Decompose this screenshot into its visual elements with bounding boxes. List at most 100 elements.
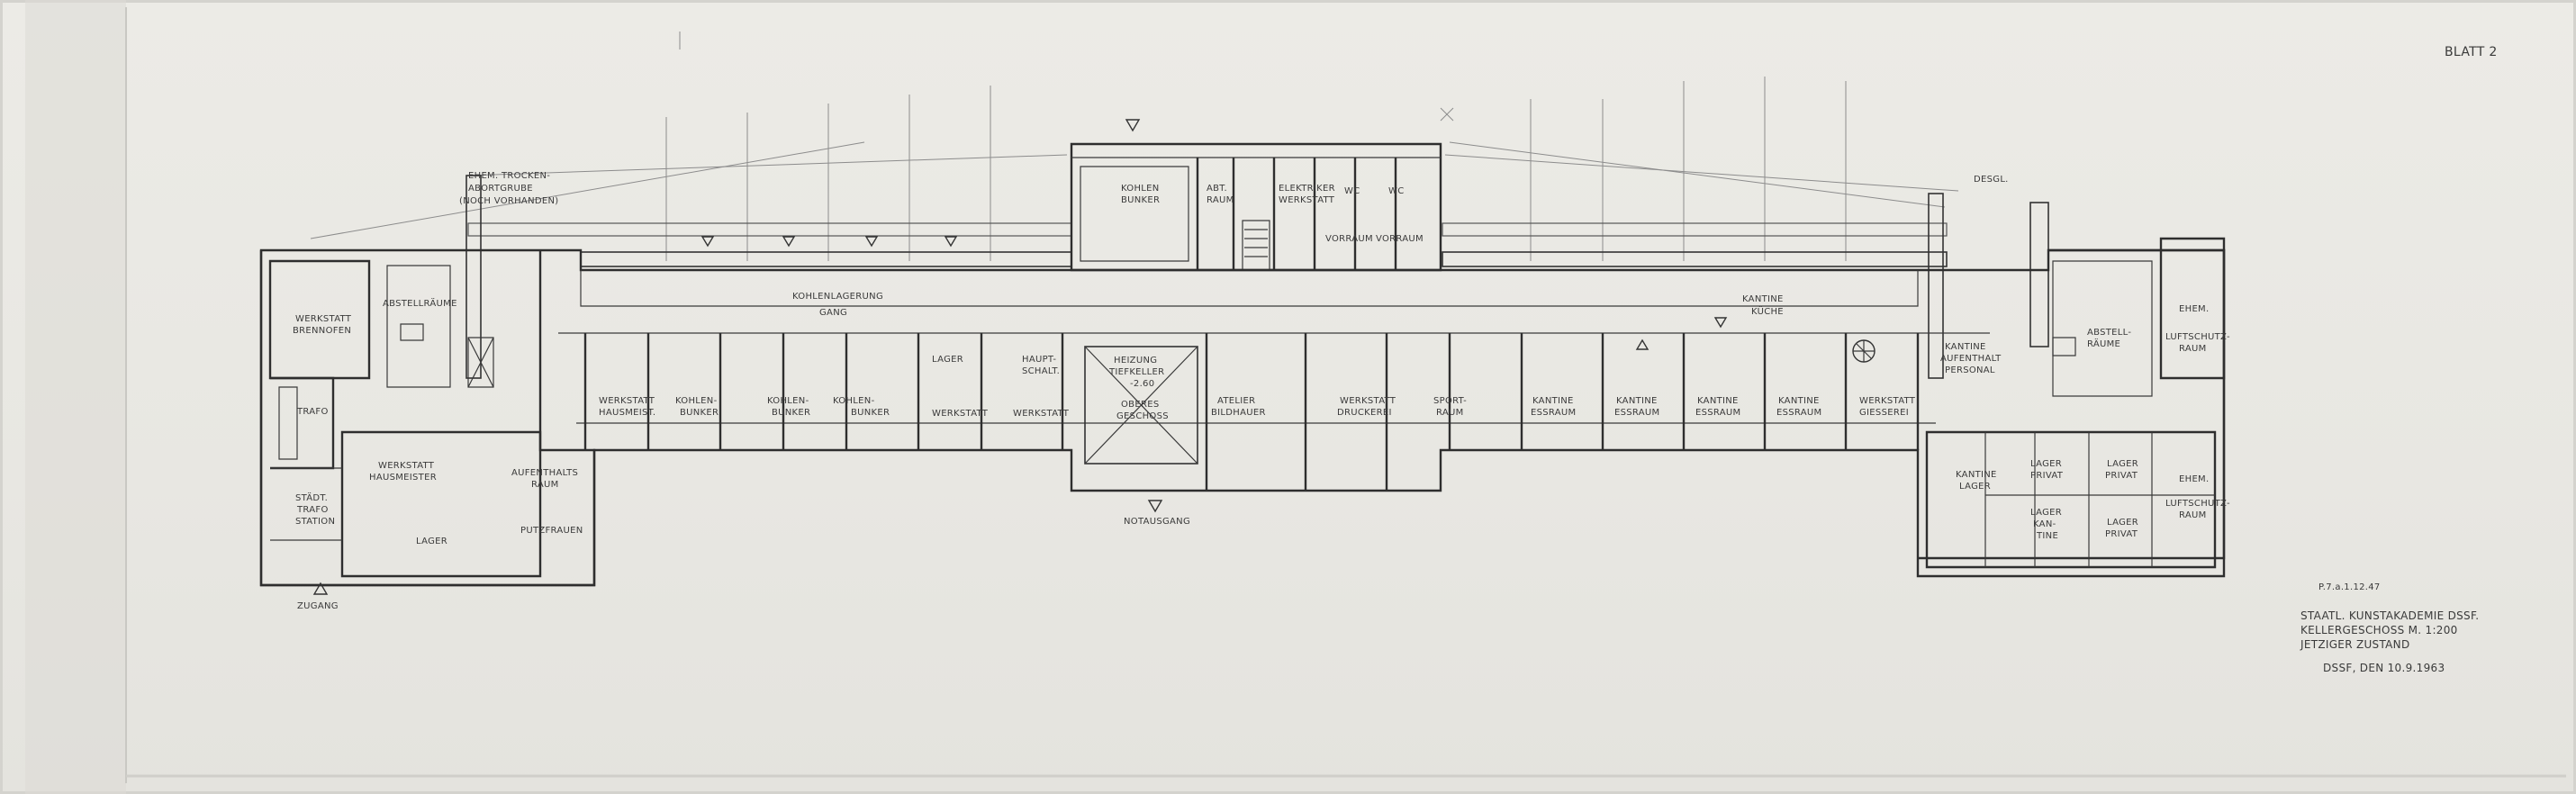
label-abstellraeume-left: ABSTELLRÄUME: [383, 297, 457, 309]
label-lager-mid: LAGER: [932, 355, 963, 365]
svg-text:PERSONAL: PERSONAL: [1945, 365, 1995, 375]
label-staedt-trafo: STÄDT. TRAFO STATION: [295, 492, 335, 527]
svg-text:KOHLEN: KOHLEN: [1121, 184, 1160, 194]
label-putzfrauen: PUTZFRAUEN: [520, 526, 583, 536]
label-werkstatt-1: WERKSTATT: [932, 409, 989, 419]
svg-text:DRUCKEREI: DRUCKEREI: [1337, 408, 1392, 418]
svg-text:PRIVAT: PRIVAT: [2105, 471, 2138, 481]
svg-text:GIESSEREI: GIESSEREI: [1859, 408, 1909, 418]
label-vorraum-1: VORRAUM: [1325, 234, 1373, 244]
label-lager-privat-3: LAGER PRIVAT: [2105, 518, 2138, 539]
svg-text:HAUSMEIST.: HAUSMEIST.: [599, 408, 655, 418]
title-line-2: KELLERGESCHOSS M. 1:200: [2300, 624, 2458, 636]
label-gang: GANG: [819, 308, 847, 318]
sheet-number-text: BLATT 2: [2445, 45, 2498, 59]
label-kantine-essraum-2: KANTINE ESSRAUM: [1614, 396, 1659, 418]
svg-text:WERKSTATT: WERKSTATT: [1279, 195, 1335, 205]
svg-text:LUFTSCHUTZ-: LUFTSCHUTZ-: [2165, 499, 2230, 509]
svg-text:WERKSTATT: WERKSTATT: [378, 461, 435, 471]
svg-text:ABSTELL-: ABSTELL-: [2087, 328, 2131, 338]
svg-text:PRIVAT: PRIVAT: [2105, 529, 2138, 539]
label-kohlenbunker-3: KOHLEN- BUNKER: [833, 396, 890, 418]
construction-lines: [310, 32, 1959, 261]
svg-text:PRIVAT: PRIVAT: [2030, 471, 2064, 481]
svg-text:BUNKER: BUNKER: [772, 408, 810, 418]
svg-text:KOHLEN-: KOHLEN-: [767, 396, 809, 406]
svg-text:SPORT-: SPORT-: [1433, 396, 1467, 406]
label-kantine-lager: KANTINE LAGER: [1956, 470, 1997, 492]
svg-text:RÄUME: RÄUME: [2087, 338, 2120, 349]
central-block: [1070, 142, 1442, 272]
left-wing: [259, 250, 596, 587]
svg-text:ABORTGRUBE: ABORTGRUBE: [468, 184, 533, 194]
svg-text:KOHLEN-: KOHLEN-: [833, 396, 875, 406]
label-heizung: HEIZUNG TIEFKELLER -2.60: [1108, 356, 1164, 389]
svg-text:WERKSTATT: WERKSTATT: [1859, 396, 1916, 406]
svg-text:KANTINE: KANTINE: [1697, 396, 1739, 406]
svg-text:LAGER: LAGER: [2107, 518, 2138, 528]
main-wing: [259, 248, 2226, 587]
svg-text:TIEFKELLER: TIEFKELLER: [1108, 367, 1164, 377]
svg-text:BUNKER: BUNKER: [1121, 195, 1160, 205]
svg-text:WERKSTATT: WERKSTATT: [1340, 396, 1396, 406]
svg-text:HAUPT-: HAUPT-: [1022, 355, 1056, 365]
label-kohlenbunker-2: KOHLEN- BUNKER: [767, 396, 810, 418]
label-kantine-essraum-4: KANTINE ESSRAUM: [1776, 396, 1821, 418]
label-lager-privat-2: LAGER PRIVAT: [2105, 459, 2138, 481]
svg-text:-2.60: -2.60: [1130, 379, 1154, 389]
svg-text:SCHALT.: SCHALT.: [1022, 366, 1060, 376]
label-ehem-luftschutz-1: EHEM. LUFTSCHUTZ- RAUM: [2165, 304, 2230, 354]
label-sportraum: SPORT- RAUM: [1433, 396, 1467, 418]
svg-text:ATELIER: ATELIER: [1217, 396, 1255, 406]
label-abstellraeume-right: ABSTELL- RÄUME: [2087, 328, 2131, 349]
svg-text:EHEM.: EHEM.: [2179, 474, 2209, 484]
label-wc-2: WC: [1388, 186, 1404, 196]
svg-text:LAGER: LAGER: [1959, 482, 1991, 492]
svg-text:TINE: TINE: [2036, 531, 2058, 541]
svg-text:LUFTSCHUTZ-: LUFTSCHUTZ-: [2165, 332, 2230, 342]
svg-text:STÄDT.: STÄDT.: [295, 492, 328, 503]
label-vorraum-2: VORRAUM: [1376, 234, 1424, 244]
svg-text:KAN-: KAN-: [2033, 519, 2056, 529]
label-trafo: TRAFO: [296, 407, 329, 417]
label-kantine-essraum-3: KANTINE ESSRAUM: [1695, 396, 1740, 418]
svg-text:BRENNOFEN: BRENNOFEN: [293, 326, 351, 336]
label-hauptschalt: HAUPT- SCHALT.: [1022, 355, 1060, 376]
label-werkstatt-brennofen: WERKSTATT BRENNOFEN: [293, 314, 351, 336]
title-line-3: JETZIGER ZUSTAND: [2300, 638, 2410, 651]
pencil-note: P.7.a.1.12.47: [2318, 582, 2381, 592]
label-werkstatt-druckerei: WERKSTATT DRUCKEREI: [1337, 396, 1396, 418]
svg-text:RAUM: RAUM: [2179, 510, 2207, 520]
sheet-number: BLATT 2: [2445, 45, 2498, 59]
label-aufenthaltsraum: AUFENTHALTS RAUM: [511, 468, 578, 490]
label-lager-kantine: LAGER KAN- TINE: [2030, 508, 2062, 541]
svg-text:BUNKER: BUNKER: [851, 408, 890, 418]
svg-text:LAGER: LAGER: [2107, 459, 2138, 469]
label-werkstatt-hausmeister: WERKSTATT HAUSMEISTER: [369, 461, 437, 483]
svg-text:RAUM: RAUM: [1207, 195, 1234, 205]
label-kohlenbunker-1: KOHLEN- BUNKER: [675, 396, 719, 418]
svg-text:BUNKER: BUNKER: [680, 408, 719, 418]
label-ehem-trocken: EHEM. TROCKEN- ABORTGRUBE (NOCH VORHANDE…: [459, 171, 558, 206]
svg-text:ESSRAUM: ESSRAUM: [1776, 408, 1821, 418]
svg-text:KANTINE: KANTINE: [1956, 470, 1997, 480]
svg-text:ELEKTRIKER: ELEKTRIKER: [1279, 184, 1335, 194]
svg-text:HEIZUNG: HEIZUNG: [1114, 356, 1157, 365]
svg-text:ESSRAUM: ESSRAUM: [1614, 408, 1659, 418]
svg-text:(NOCH VORHANDEN): (NOCH VORHANDEN): [459, 196, 558, 206]
svg-text:KANTINE: KANTINE: [1778, 396, 1820, 406]
label-kantine-aufenthalt: KANTINE AUFENTHALT PERSONAL: [1940, 342, 2002, 375]
svg-text:EHEM. TROCKEN-: EHEM. TROCKEN-: [468, 171, 550, 181]
svg-text:WERKSTATT: WERKSTATT: [599, 396, 655, 406]
svg-text:RAUM: RAUM: [2179, 344, 2207, 354]
label-ehem-luftschutz-2: EHEM. LUFTSCHUTZ- RAUM: [2165, 474, 2230, 520]
label-werkstatt-2: WERKSTATT: [1013, 409, 1070, 419]
label-werkstatt-giesserei: WERKSTATT GIESSEREI: [1859, 396, 1916, 418]
label-kantine-kueche: KANTINE KÜCHE: [1742, 294, 1784, 317]
svg-text:AUFENTHALT: AUFENTHALT: [1940, 354, 2002, 364]
svg-text:KANTINE: KANTINE: [1616, 396, 1658, 406]
label-elektriker: ELEKTRIKER WERKSTATT: [1279, 184, 1335, 205]
svg-text:KANTINE: KANTINE: [1532, 396, 1574, 406]
